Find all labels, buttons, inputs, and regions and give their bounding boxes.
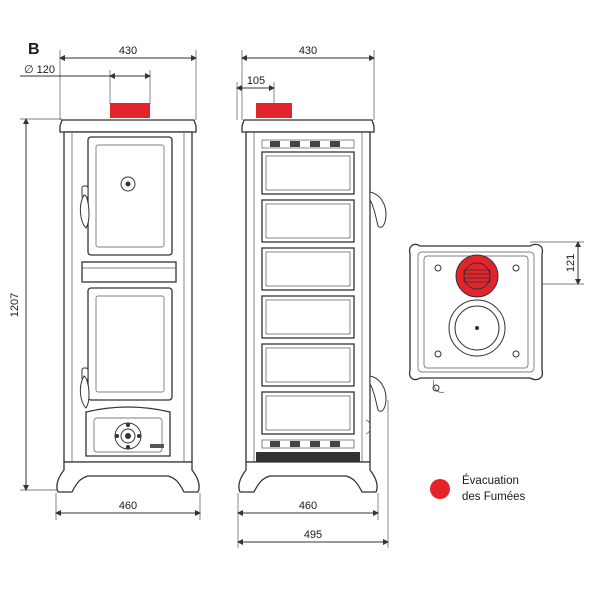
legend-line-2: des Fumées [462, 491, 526, 503]
front-width-label: 430 [119, 45, 137, 57]
side-view: 430 105 [236, 45, 389, 548]
legend-flue-marker [430, 479, 450, 499]
side-upper-handle-icon [369, 191, 387, 228]
side-lower-handle-icon [369, 375, 387, 412]
middle-panel [81, 261, 177, 283]
flue-offset-label: 105 [247, 75, 265, 87]
top-plate-outline [408, 243, 544, 381]
front-base-width-dimension: 460 [55, 493, 201, 520]
top-view: 121 [408, 241, 584, 393]
side-top-plate [241, 119, 375, 133]
side-base [238, 461, 378, 493]
front-base-width-label: 460 [119, 500, 137, 512]
front-flue-collar [110, 103, 150, 118]
front-base [56, 461, 200, 493]
side-width-label: 430 [299, 45, 317, 57]
side-total-depth-dimension: 495 [237, 400, 389, 548]
flue-diameter-label: ∅ 120 [24, 64, 55, 76]
side-total-depth-label: 495 [304, 529, 322, 541]
figure-label: B [28, 41, 40, 58]
top-flue-offset-label: 121 [565, 254, 577, 272]
legend: Évacuation des Fumées [430, 474, 526, 503]
side-tiles [261, 151, 355, 435]
height-label: 1207 [9, 293, 21, 317]
upper-oven-door [87, 136, 173, 256]
lower-firebox-door [87, 287, 173, 401]
side-bottom-vents [256, 439, 360, 462]
side-base-width-label: 460 [299, 500, 317, 512]
side-base-width-dimension: 460 [237, 493, 379, 548]
legend-line-1: Évacuation [462, 474, 519, 487]
side-flue-collar [256, 103, 292, 118]
front-view: B 430 ∅ 120 1207 [9, 41, 201, 520]
top-flue-outlet [455, 254, 499, 298]
flue-diameter-dimension: ∅ 120 [20, 64, 151, 104]
oven-thermometer-icon [120, 176, 136, 192]
flue-offset-dimension: 105 [236, 75, 275, 120]
front-width-dimension: 430 [59, 45, 197, 120]
height-dimension: 1207 [9, 118, 62, 491]
side-top-vents [261, 139, 355, 149]
ash-drawer [85, 406, 171, 457]
top-cooking-ring [448, 299, 506, 357]
front-top-plate [59, 119, 197, 133]
lower-door-handle-icon [79, 375, 90, 409]
upper-door-handle-icon [79, 194, 90, 229]
